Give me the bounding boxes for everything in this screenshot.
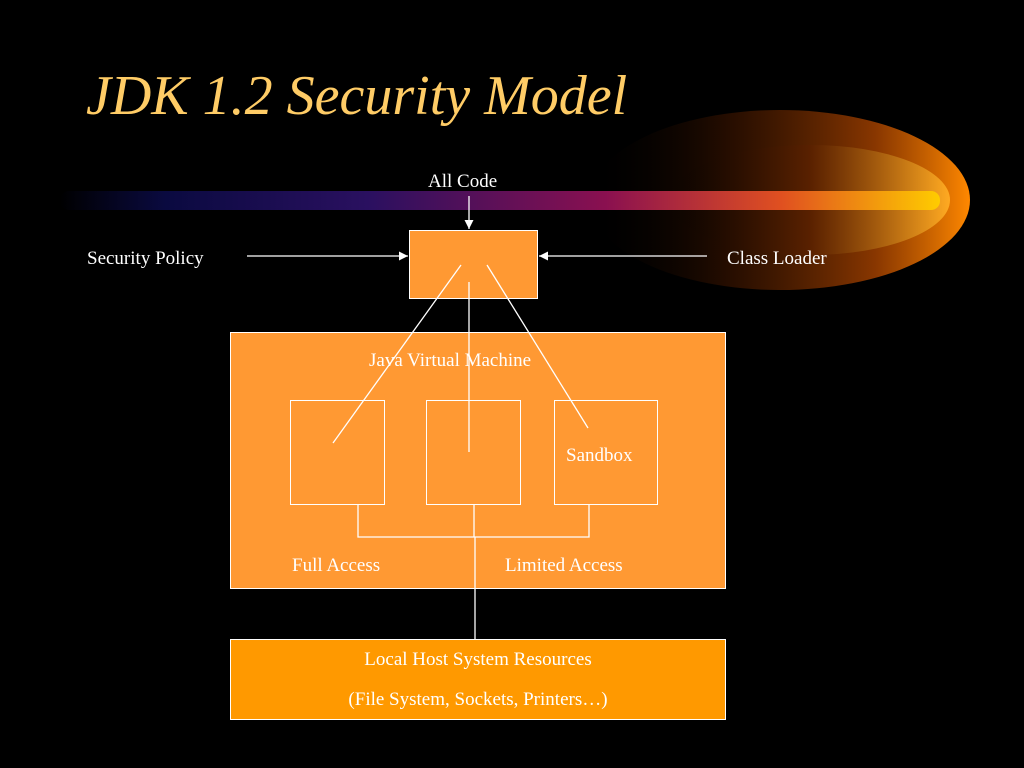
sandbox-box [554, 400, 658, 505]
full-access-box [290, 400, 385, 505]
slide-title: JDK 1.2 Security Model [86, 65, 628, 127]
limited-access-label: Limited Access [505, 555, 623, 576]
middle-box [426, 400, 521, 505]
all-code-label: All Code [428, 171, 498, 192]
full-access-label: Full Access [292, 555, 381, 576]
jvm-box [230, 332, 726, 589]
resources-box [230, 639, 726, 720]
resources-line-1: Local Host System Resources [364, 649, 592, 670]
class-loader-label: Class Loader [727, 248, 827, 269]
jvm-label: Java Virtual Machine [369, 350, 532, 371]
sandbox-label: Sandbox [566, 445, 633, 466]
resources-line-2: (File System, Sockets, Printers…) [348, 689, 608, 710]
security-policy-label: Security Policy [87, 248, 204, 269]
loader-policy-box [409, 230, 538, 299]
